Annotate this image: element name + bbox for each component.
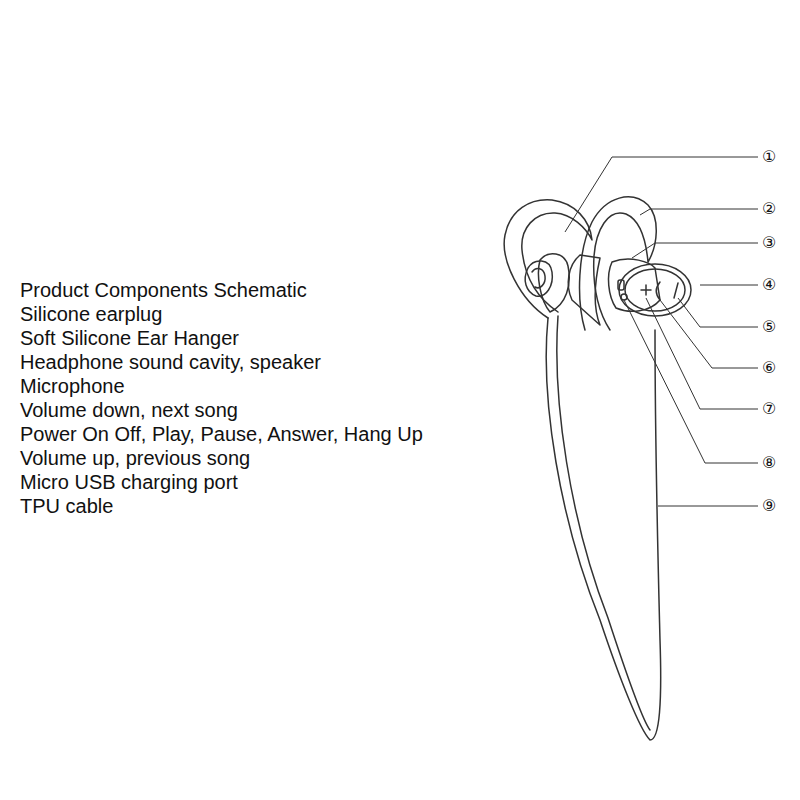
callout-number: ⑦ — [762, 399, 776, 419]
leader-line — [632, 243, 758, 258]
earphone-stem — [568, 255, 600, 325]
callout-number: ③ — [762, 233, 776, 253]
silicone-earplug — [525, 261, 552, 296]
ear-hook — [504, 200, 592, 318]
part-description: Headphone sound cavity, speaker — [20, 351, 321, 373]
usb-port — [618, 280, 624, 290]
part-description: Volume up, previous song — [20, 447, 250, 469]
tpu-cable — [546, 318, 660, 740]
part-description: Power On Off, Play, Pause, Answer, Hang … — [20, 423, 423, 445]
sound-cavity — [609, 259, 660, 311]
part-description: Soft Silicone Ear Hanger — [20, 327, 239, 349]
earphone-body — [538, 254, 569, 312]
power-button — [656, 282, 660, 300]
callout-number: ⑤ — [762, 317, 776, 337]
part-description: TPU cable — [20, 495, 113, 517]
tpu-cable — [557, 316, 650, 730]
callout-number: ② — [762, 199, 776, 219]
leader-line — [624, 300, 758, 463]
callout-number: ① — [762, 147, 776, 167]
control-pod-inner — [625, 269, 685, 311]
volume-down-button — [674, 283, 678, 298]
leader-line — [640, 209, 758, 215]
schematic-title: Product Components Schematic — [20, 279, 307, 301]
leader-line — [678, 298, 758, 327]
callout-number: ⑧ — [762, 453, 776, 473]
part-description: Volume down, next song — [20, 399, 238, 421]
callout-number: ⑨ — [762, 496, 776, 516]
leader-line — [700, 285, 758, 286]
callout-number: ④ — [762, 275, 776, 295]
part-description: Micro USB charging port — [20, 471, 238, 493]
leader-line — [658, 506, 758, 507]
microphone-hole — [621, 294, 627, 300]
earplug-tip — [532, 269, 545, 288]
leader-line — [646, 298, 758, 409]
leader-line — [565, 157, 758, 232]
part-description: Silicone earplug — [20, 303, 162, 325]
callout-number: ⑥ — [762, 358, 776, 378]
control-pod — [619, 264, 691, 316]
part-description: Microphone — [20, 375, 125, 397]
volume-up-button — [641, 285, 651, 295]
